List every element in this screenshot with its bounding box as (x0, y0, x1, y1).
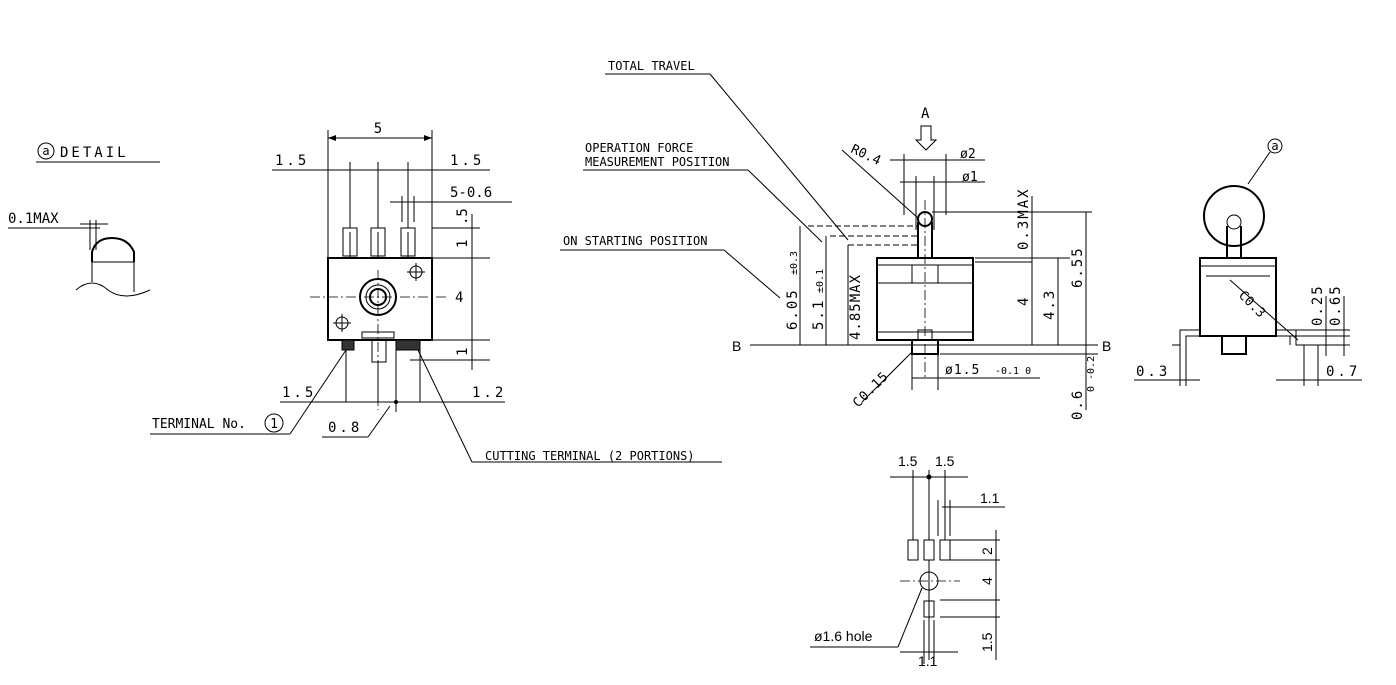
pcb-pad-width: 1.1 (980, 490, 1000, 506)
right-marker: a (1271, 139, 1278, 153)
front-bottom-left-label: 1.5 (282, 385, 316, 401)
height-605-tol: ±0.3 (789, 251, 800, 275)
detail-marker: a (42, 144, 49, 158)
terminal-no-label: TERMINAL No. (152, 417, 246, 432)
right-d025-label: 0.25 (1310, 284, 1326, 326)
height-43-label: 4.3 (1042, 289, 1058, 320)
height-51-tol: ±0.1 (815, 269, 826, 293)
height-655-label: 6.55 (1070, 246, 1086, 288)
height-4-label: 4 (1016, 298, 1032, 306)
right-view: a C0.3 0.25 0.65 0.3 0.7 (1134, 138, 1362, 386)
shaft-dia-tol: -0.1 0 (995, 366, 1031, 377)
right-d03-label: 0.3 (1136, 364, 1170, 380)
radius-label: R0.4 (848, 142, 883, 169)
measurement-position-label: MEASUREMENT POSITION (585, 155, 730, 169)
front-terminal-width-label: 5-0.6 (450, 185, 492, 201)
detail-max-label: 0.1MAX (8, 211, 59, 227)
pcb-hole-label: ø1.6 hole (814, 628, 873, 644)
operation-force-label: OPERATION FORCE (585, 141, 693, 155)
front-bottom-right-label: 1.2 (472, 385, 506, 401)
right-d065-label: 0.65 (1328, 284, 1344, 326)
chamfer-c015-label: C0.15 (850, 369, 892, 411)
front-center-label: 0.8 (328, 420, 362, 436)
terminal-no-value: 1 (270, 417, 278, 432)
right-d07-label: 0.7 (1326, 364, 1360, 380)
datum-b-left: B (732, 338, 741, 354)
base-06-label: 0.6 (1070, 389, 1086, 420)
pcb-layout: 1.5 1.5 1.1 2 4 1.5 ø1.6 hole 1. (810, 453, 1005, 669)
side-view: TOTAL TRAVEL OPERATION FORCE MEASUREMENT… (560, 59, 1111, 420)
datum-b-right: B (1102, 338, 1111, 354)
front-height-label: 4 (455, 290, 463, 306)
front-dim-bottom-label: 1 (455, 348, 471, 356)
front-dim-top-label: .5 (455, 208, 471, 225)
base-06-tol: 0 -0.2 (1086, 356, 1097, 392)
pcb-d4: 4 (979, 577, 995, 585)
front-view: 5 1.5 1.5 5-0.6 (150, 121, 722, 463)
detail-view: a DETAIL 0.1MAX (8, 142, 160, 297)
right-chamfer-label: C0.3 (1235, 288, 1268, 321)
detail-title: DETAIL (60, 145, 129, 161)
front-pitch-right-label: 1.5 (450, 153, 484, 169)
pcb-pitch-left: 1.5 (898, 453, 918, 469)
arrow-a-label: A (921, 106, 930, 122)
front-dim-upper-label: 1 (455, 240, 471, 248)
pcb-d2: 2 (979, 547, 995, 555)
front-pitch-left-label: 1.5 (275, 153, 309, 169)
total-travel-label: TOTAL TRAVEL (608, 59, 695, 73)
starting-position-label: ON STARTING POSITION (563, 234, 708, 248)
dia-1-label: ø1 (962, 170, 978, 185)
dia-2-label: ø2 (960, 147, 976, 162)
pcb-bottom-width: 1.1 (918, 653, 938, 669)
max-03-label: 0.3MAX (1016, 187, 1032, 250)
height-51-label: 5.1 (811, 299, 827, 330)
height-485-label: 4.85MAX (848, 274, 864, 340)
pcb-d15: 1.5 (979, 632, 995, 652)
height-605-label: 6.05 (785, 288, 801, 330)
cutting-terminal-label: CUTTING TERMINAL (2 PORTIONS) (485, 449, 695, 463)
front-width-label: 5 (374, 121, 382, 137)
shaft-dia-label: ø1.5 (945, 363, 980, 378)
pcb-pitch-right: 1.5 (935, 453, 955, 469)
